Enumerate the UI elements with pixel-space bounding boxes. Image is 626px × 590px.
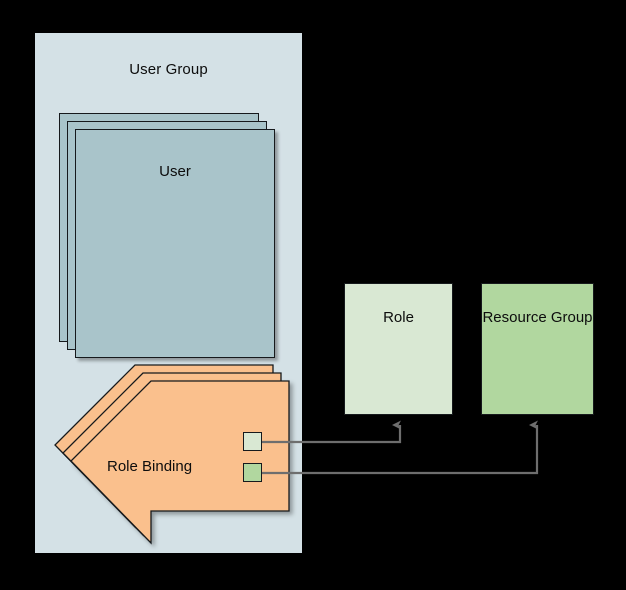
role-binding-shape-front[interactable] <box>70 380 290 545</box>
user-card-front[interactable]: User <box>75 129 275 358</box>
role-binding-stack[interactable]: Role Binding <box>54 364 290 545</box>
role-swatch[interactable] <box>243 432 262 451</box>
role-box-label: Role <box>383 309 414 326</box>
resource-group-box[interactable]: Resource Group <box>481 283 594 415</box>
connector-role-binding-to-resource-group <box>262 420 539 475</box>
user-group-label: User Group <box>129 61 208 78</box>
role-box[interactable]: Role <box>344 283 453 415</box>
user-card-label: User <box>159 163 191 180</box>
role-binding-label: Role Binding <box>107 458 193 475</box>
resource-group-swatch[interactable] <box>243 463 262 482</box>
resource-group-box-label: Resource Group <box>482 309 593 326</box>
